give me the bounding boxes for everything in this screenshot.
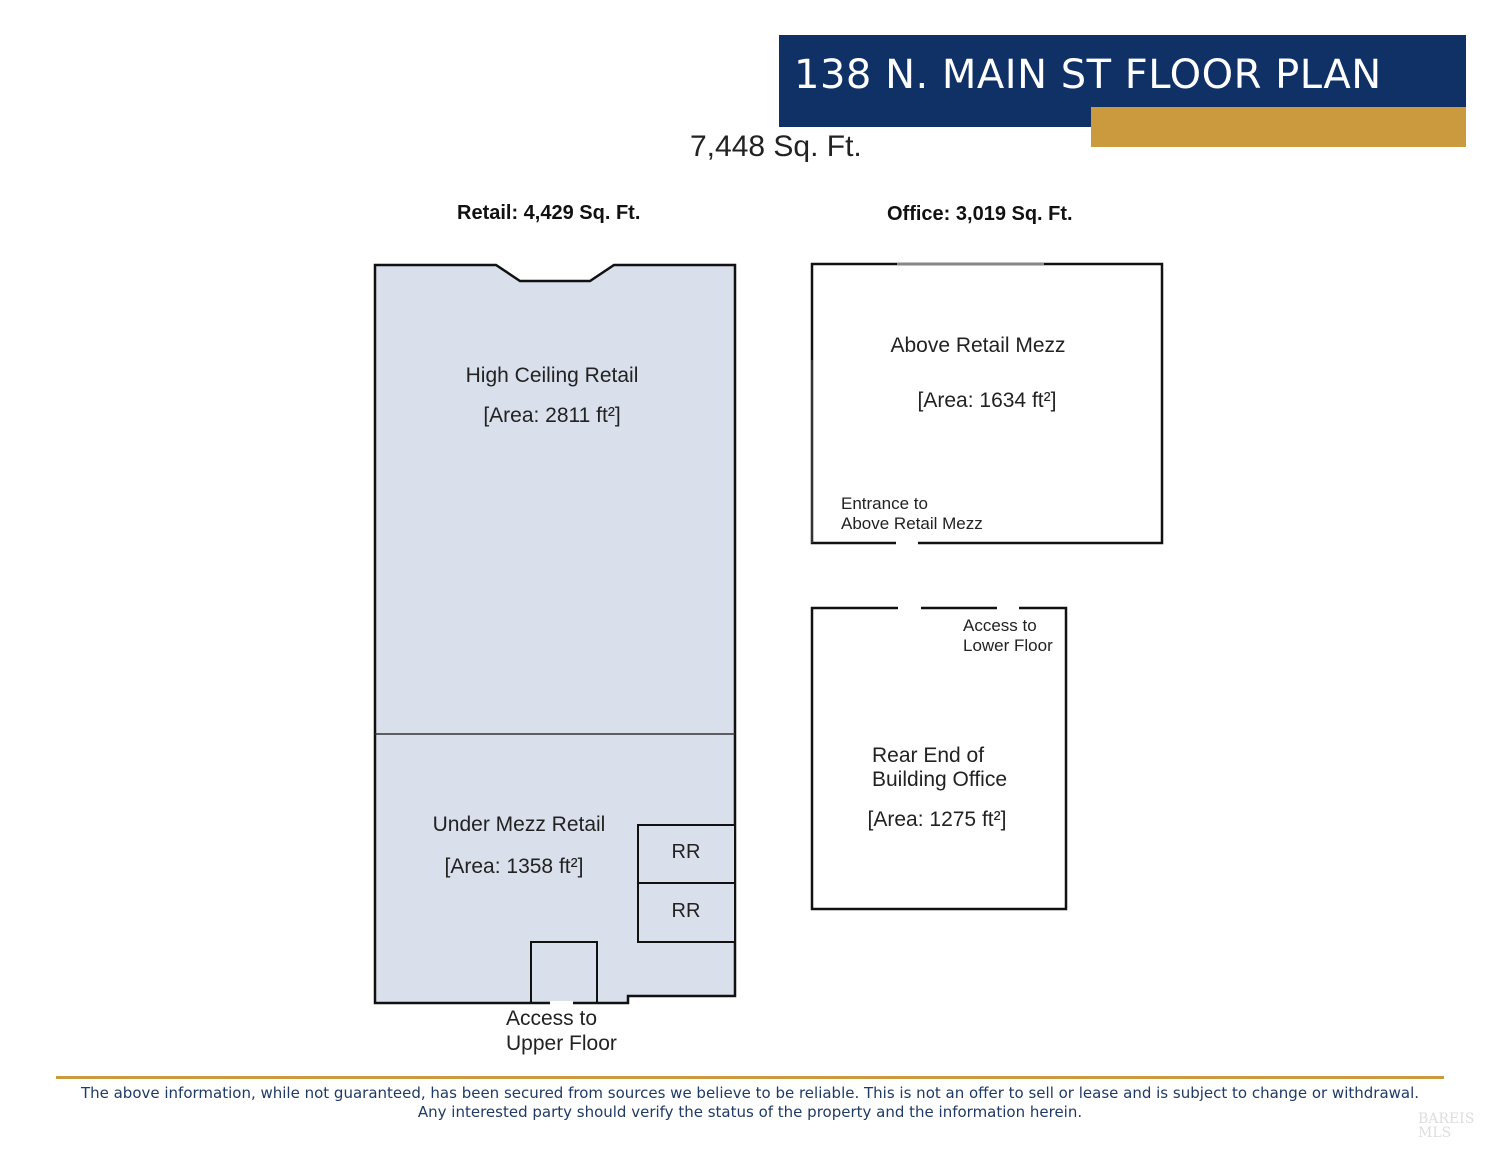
logo-text: BAREIS MLS	[1418, 1111, 1475, 1141]
restroom-2-label: RR	[672, 900, 701, 922]
retail-floor-outline	[373, 263, 737, 1005]
high-ceiling-retail-area: [Area: 2811 ft²]	[483, 404, 620, 427]
lower-access-label-1: Access to	[963, 616, 1037, 635]
gold-accent-bar	[1091, 107, 1466, 147]
disclaimer-line-2: Any interested party should verify the s…	[417, 1103, 1083, 1121]
above-mezz-area: [Area: 1634 ft²]	[918, 389, 1057, 412]
office-section-label: Office: 3,019 Sq. Ft.	[887, 203, 1073, 225]
total-area: 7,448 Sq. Ft.	[690, 130, 862, 163]
high-ceiling-retail-label: High Ceiling Retail	[466, 364, 639, 387]
restroom-1-label: RR	[672, 841, 701, 863]
footer-divider	[56, 1076, 1444, 1079]
rear-office-room	[810, 606, 1068, 911]
above-retail-mezz-room	[810, 262, 1164, 545]
upper-access-label-1: Access to	[506, 1007, 597, 1030]
rear-office-label-1: Rear End of	[872, 744, 984, 767]
restroom-2	[637, 882, 736, 943]
lower-access-label-2: Lower Floor	[963, 636, 1053, 655]
retail-section-label: Retail: 4,429 Sq. Ft.	[457, 202, 641, 224]
disclaimer-line-1: The above information, while not guarant…	[80, 1084, 1420, 1102]
under-mezz-retail-area: [Area: 1358 ft²]	[445, 855, 584, 878]
page-title: 138 N. MAIN ST FLOOR PLAN	[794, 52, 1382, 98]
above-mezz-label: Above Retail Mezz	[890, 334, 1065, 357]
entrance-label-2: Above Retail Mezz	[841, 514, 983, 533]
bareis-mls-logo: BAREIS MLS	[1418, 1112, 1500, 1140]
entrance-label-1: Entrance to	[841, 494, 928, 513]
stair-enclosure	[530, 941, 598, 1003]
under-mezz-retail-label: Under Mezz Retail	[433, 813, 606, 836]
upper-access-label-2: Upper Floor	[506, 1032, 617, 1055]
rear-office-area: [Area: 1275 ft²]	[868, 808, 1007, 831]
rear-office-label-2: Building Office	[872, 768, 1007, 791]
